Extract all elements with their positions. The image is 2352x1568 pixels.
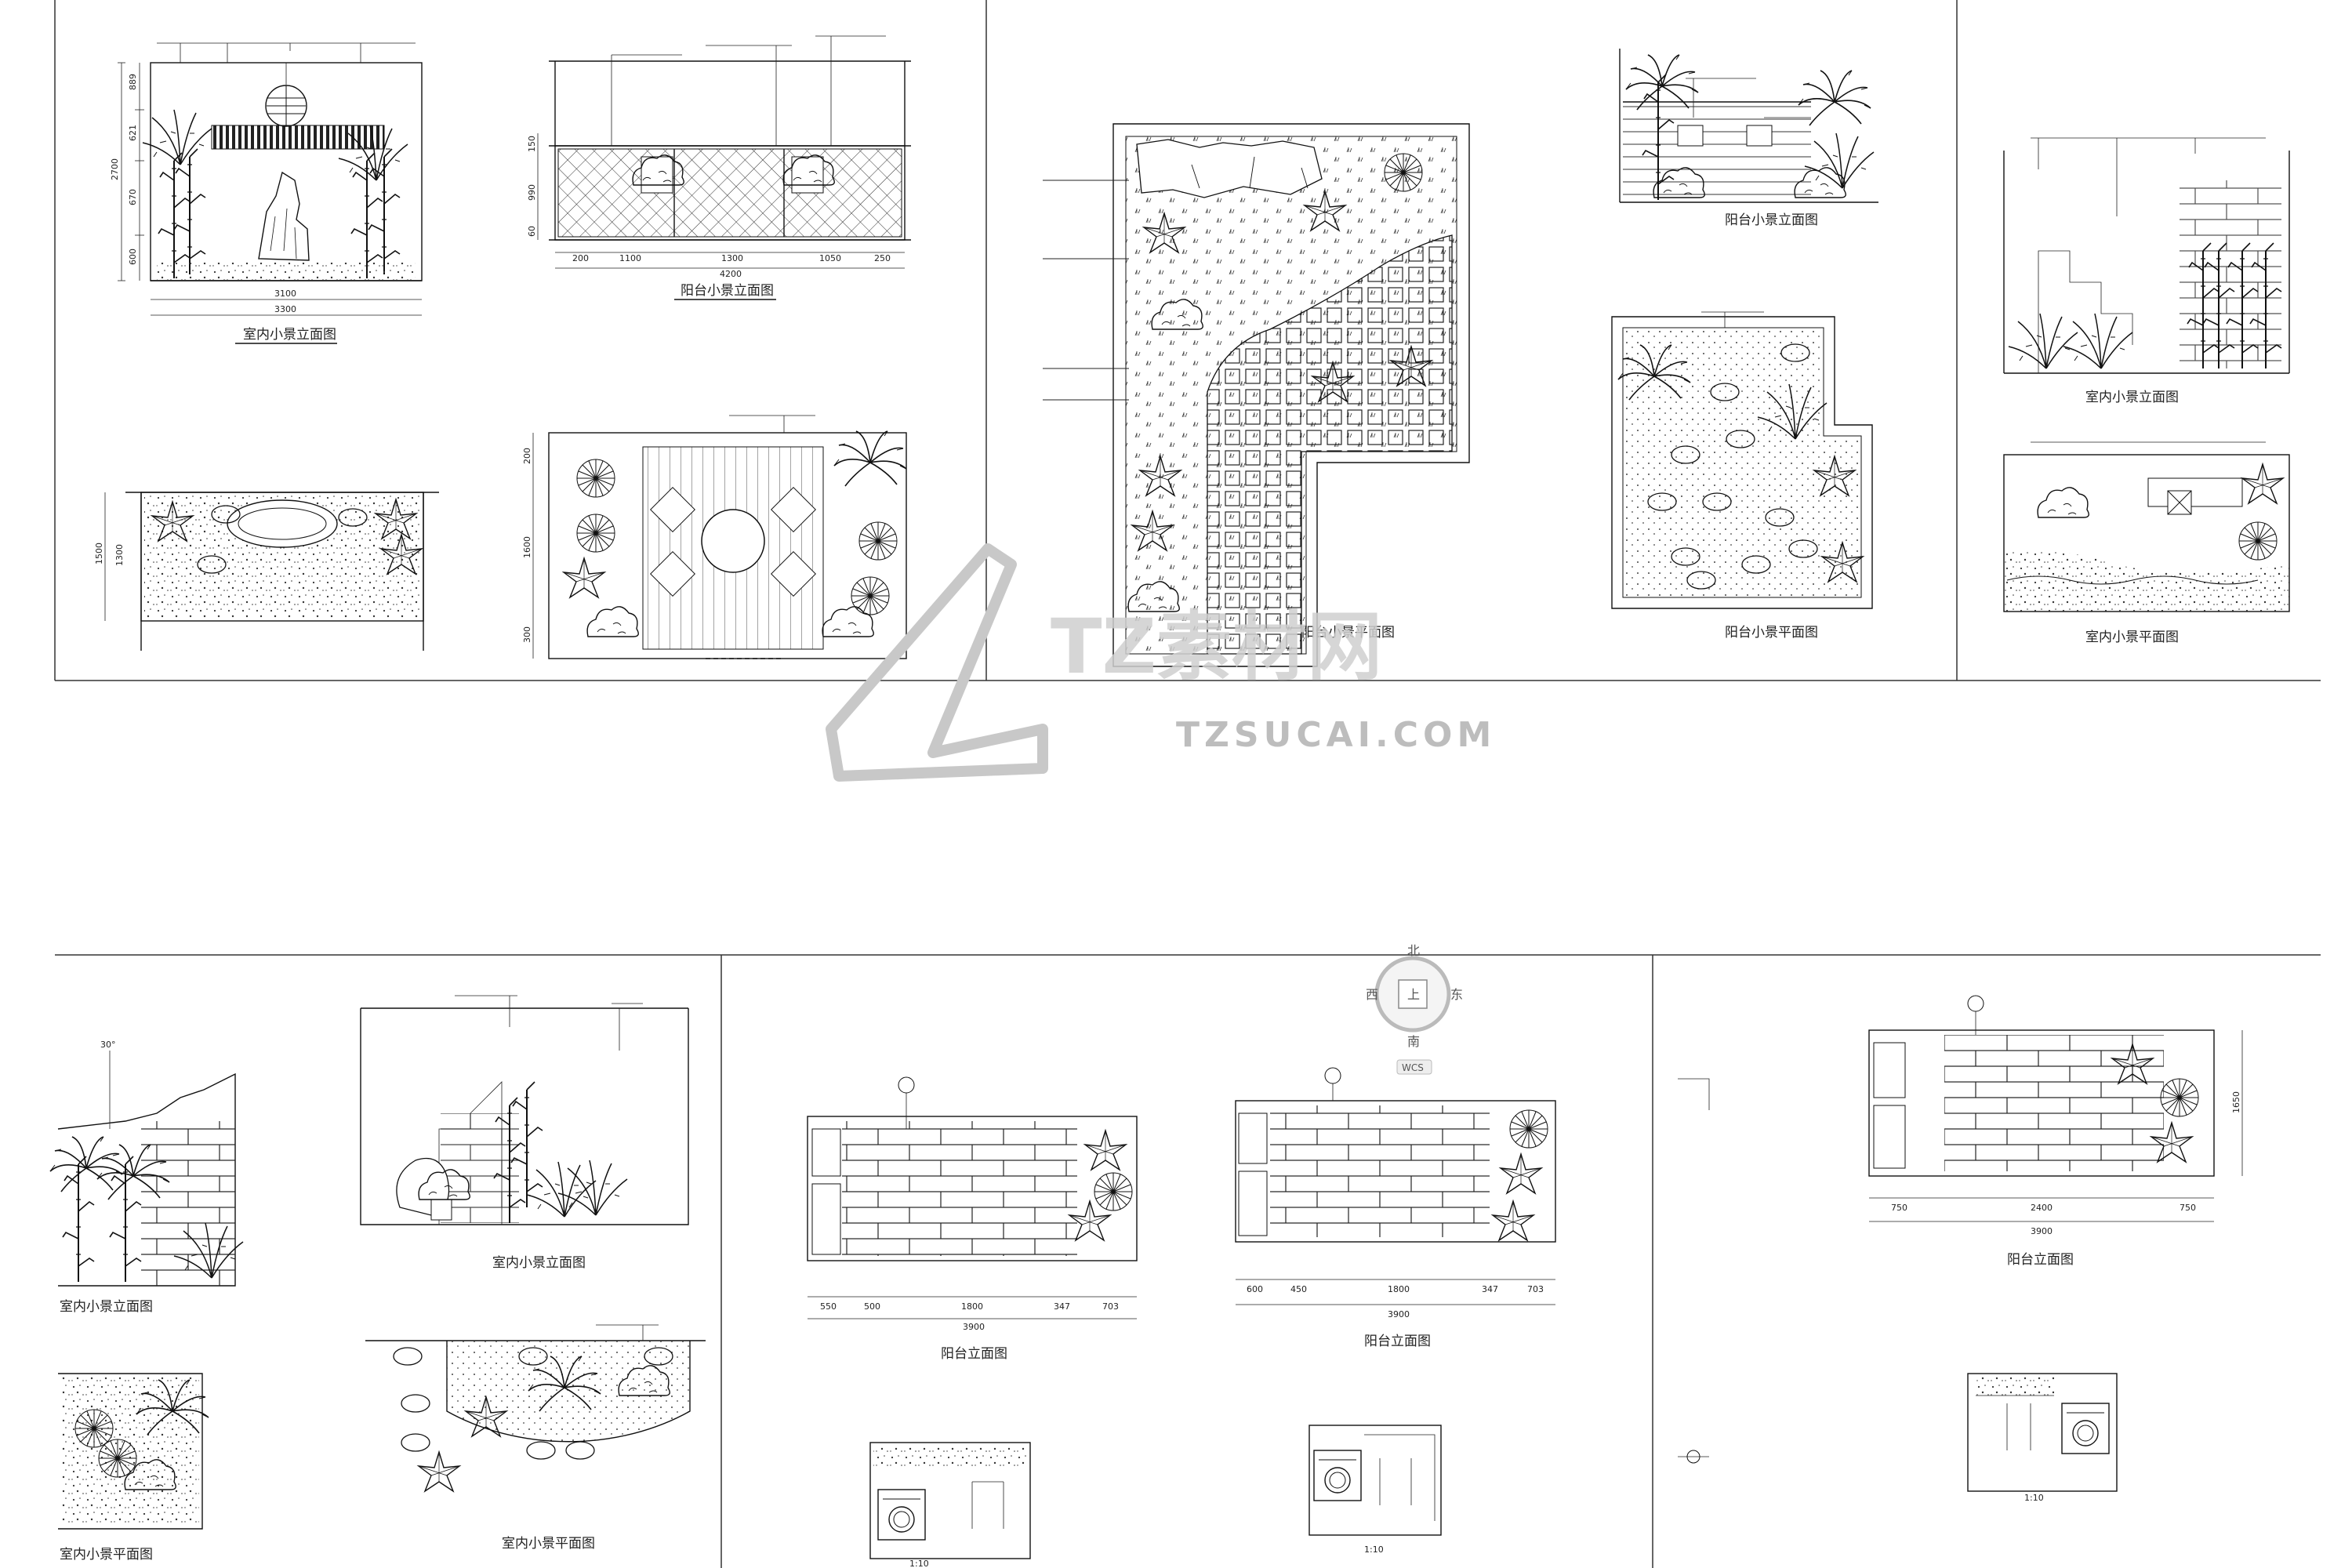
dim-g-seg-2: 750	[2180, 1203, 2196, 1213]
dim-e-seg-0: 550	[820, 1301, 837, 1312]
dim-c-h: 1500	[94, 543, 104, 564]
dim-b-seg-0: 200	[572, 253, 589, 263]
dim-g-h: 1650	[2231, 1091, 2241, 1113]
balcony-elevation-d: 600 450 1800 347 703 3900 阳台立面图	[1235, 1067, 1556, 1349]
compass-west: 西	[1366, 987, 1378, 1002]
title-balcony-elev-b: 阳台小景立面图	[1725, 212, 1818, 228]
dim-e-total: 3900	[963, 1322, 985, 1332]
compass-south: 南	[1407, 1034, 1420, 1049]
watermark-brand: TZ素材网	[1051, 603, 1382, 691]
dim-b-h2: 990	[527, 184, 537, 201]
dim-a-h1: 2700	[110, 158, 120, 180]
dim-b-h3: 60	[527, 226, 537, 237]
dim-a-width2: 3300	[274, 304, 296, 314]
balcony-plan-b: 阳台小景平面图	[1611, 311, 1873, 641]
dim-a-h5: 600	[128, 249, 138, 265]
indoor-plan-c: 室内小景平面图	[58, 1373, 209, 1563]
dim-g-seg-1: 2400	[2031, 1203, 2053, 1213]
dim-e-seg-3: 347	[1054, 1301, 1070, 1312]
title-indoor-plan-c: 室内小景平面图	[60, 1547, 153, 1563]
dim-g-seg-0: 750	[1891, 1203, 1907, 1213]
balcony-elevation-e: 1650 750 2400 750 3900 阳台立面图	[1868, 995, 2243, 1268]
dim-d-h3: 300	[522, 626, 532, 643]
compass-center: 上	[1407, 987, 1420, 1002]
dim-b-seg-4: 250	[874, 253, 891, 263]
title-balcony-plan-a: 阳台小景平面图	[1301, 625, 1395, 641]
balcony-elevation-c: 550 500 1800 347 703 3900 阳台立面图	[807, 1076, 1138, 1362]
dim-f-total: 3900	[1388, 1309, 1410, 1319]
dim-g-total: 3900	[2031, 1226, 2053, 1236]
dim-a-width1: 3100	[274, 289, 296, 299]
dim-b-seg-1: 1100	[619, 253, 641, 263]
indoor-plan-b: 室内小景平面图	[2003, 441, 2290, 645]
dim-d-h1: 200	[522, 448, 532, 464]
indoor-plan-d: 室内小景平面图	[365, 1324, 706, 1552]
indoor-elevation-c: 30° 室内小景立面图	[49, 1040, 244, 1315]
dim-b-total: 4200	[720, 269, 742, 279]
balcony-plan-large: 阳台小景平面图	[1043, 123, 1470, 667]
title-balcony-elev-a: 阳台小景立面图	[681, 283, 774, 299]
dim-a-h2: 889	[128, 74, 138, 90]
indoor-elevation-b: 室内小景立面图	[2003, 137, 2290, 405]
viewcube-compass[interactable]: 上 北 南 西 东 WCS	[1366, 943, 1463, 1075]
sheet-frame-top	[54, 0, 2321, 681]
svg-text:1:10: 1:10	[909, 1559, 929, 1568]
dim-d-h2: 1600	[522, 536, 532, 558]
sheet-frame-bottom	[55, 954, 2321, 1568]
title-indoor-plan-d: 室内小景平面图	[502, 1536, 595, 1552]
dim-a-h3: 621	[128, 125, 138, 141]
laundry-section-c: 1:10	[1678, 1078, 2118, 1503]
laundry-section-b: 1:10	[1308, 1425, 1442, 1555]
tag-angle: 30°	[100, 1040, 116, 1050]
dim-a-h4: 670	[128, 189, 138, 205]
dim-e-seg-1: 500	[864, 1301, 880, 1312]
indoor-plan-a: 1500 1300	[94, 492, 439, 651]
dim-f-seg-1: 450	[1290, 1284, 1307, 1294]
wcs-button[interactable]: WCS	[1402, 1062, 1424, 1073]
balcony-elevation-a: 200 1100 1300 1050 250 4200 150 990 60 阳…	[527, 35, 911, 300]
title-indoor-elev-c: 室内小景立面图	[60, 1299, 153, 1315]
dim-f-seg-2: 1800	[1388, 1284, 1410, 1294]
watermark: TZ素材网 TZSUCAI.COM	[826, 543, 1496, 782]
compass-east: 东	[1450, 987, 1463, 1002]
title-indoor-elev-d: 室内小景立面图	[492, 1255, 586, 1271]
indoor-elevation-a: 2700 889 621 670 600 3100 3300 室内小景立面图	[110, 42, 423, 344]
svg-text:1:10: 1:10	[2024, 1493, 2044, 1503]
title-indoor-plan-b: 室内小景平面图	[2085, 630, 2179, 645]
watermark-url: TZSUCAI.COM	[1176, 715, 1496, 755]
compass-north: 北	[1407, 943, 1420, 958]
balcony-plan-a: 200 1600 300	[522, 415, 907, 659]
dim-b-seg-2: 1300	[721, 253, 743, 263]
dim-f-seg-3: 347	[1482, 1284, 1498, 1294]
title-balcony-plan-b: 阳台小景平面图	[1725, 625, 1818, 641]
title-indoor-elev-b: 室内小景立面图	[2085, 390, 2179, 405]
indoor-elevation-d: 室内小景立面图	[360, 995, 689, 1271]
dim-b-h1: 150	[527, 136, 537, 152]
dim-e-seg-4: 703	[1102, 1301, 1119, 1312]
svg-text:1:10: 1:10	[1364, 1544, 1384, 1555]
title-indoor-elev-a: 室内小景立面图	[243, 327, 336, 343]
dim-e-seg-2: 1800	[961, 1301, 983, 1312]
dim-f-seg-4: 703	[1527, 1284, 1544, 1294]
title-balcony-elev-d: 阳台立面图	[1364, 1334, 1431, 1349]
dim-f-seg-0: 600	[1247, 1284, 1263, 1294]
dim-b-seg-3: 1050	[819, 253, 841, 263]
dim-c-h2: 1300	[114, 544, 125, 566]
title-balcony-elev-e: 阳台立面图	[2007, 1252, 2074, 1268]
balcony-elevation-b: 阳台小景立面图	[1619, 49, 1878, 228]
title-balcony-elev-c: 阳台立面图	[941, 1346, 1007, 1362]
laundry-section-a: 1:10	[869, 1442, 1031, 1568]
